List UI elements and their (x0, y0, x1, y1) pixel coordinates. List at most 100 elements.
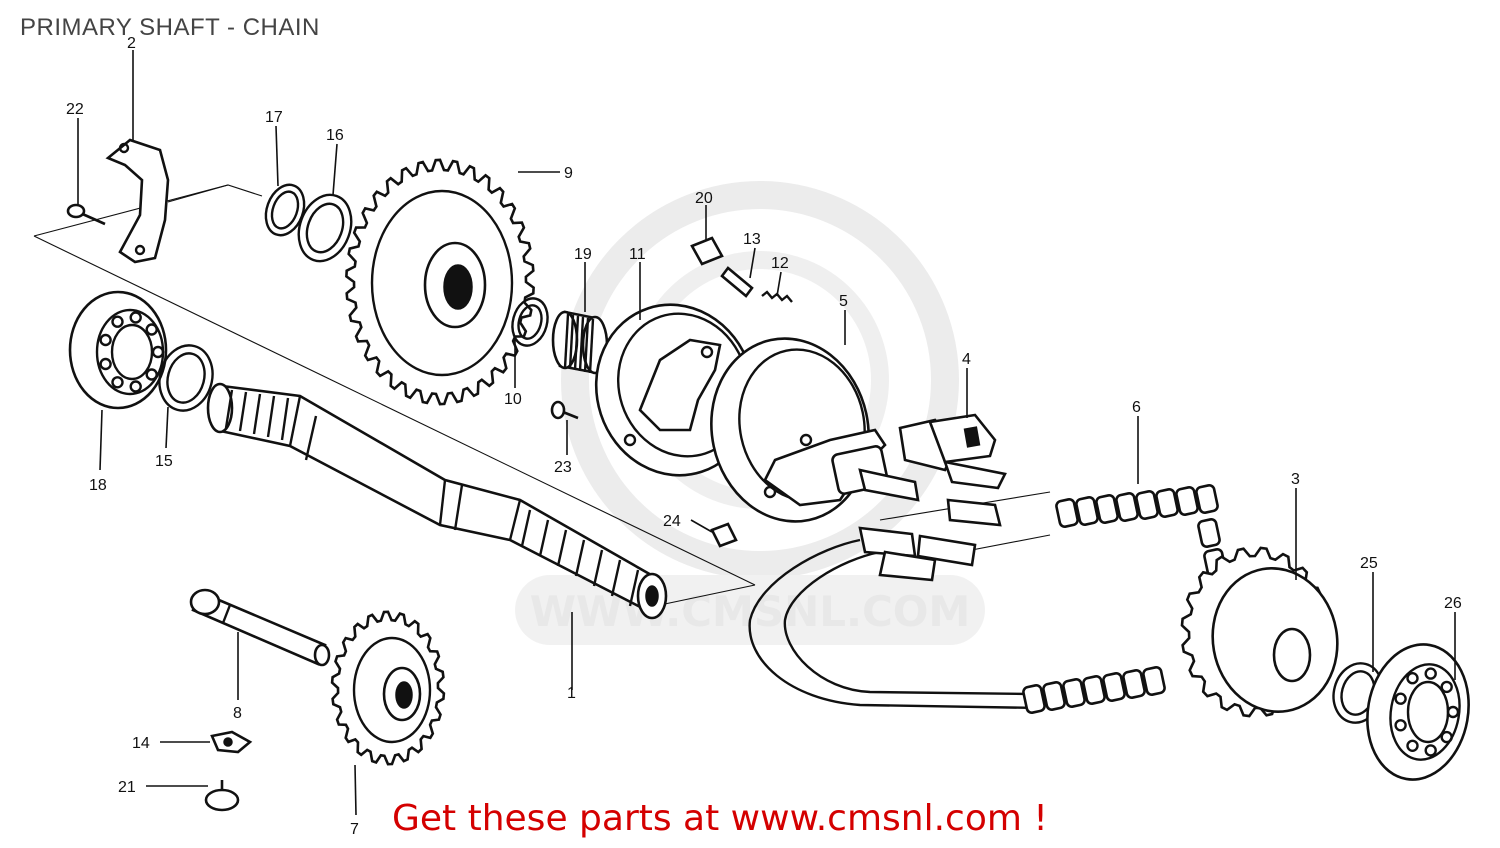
chain-link (1122, 669, 1146, 699)
bearing-ball (145, 323, 158, 336)
small-sprocket-7[interactable] (330, 610, 446, 766)
callout-4: 4 (962, 351, 971, 368)
bearing-ball (151, 345, 165, 359)
circlip-17[interactable] (259, 179, 311, 240)
callout-11: 11 (629, 246, 646, 263)
chain-link (1095, 494, 1119, 524)
retainer-plate-2[interactable] (105, 138, 170, 264)
callout-14: 14 (132, 735, 150, 752)
chain-link (1082, 675, 1106, 705)
detail-line (610, 559, 622, 597)
chain-link (1102, 672, 1126, 702)
callout-3: 3 (1291, 471, 1300, 488)
callout-26: 26 (1444, 595, 1462, 612)
bearing-ball (129, 380, 142, 393)
detail-line (628, 569, 640, 607)
callout-25: 25 (1360, 555, 1378, 572)
washer-16[interactable] (290, 187, 360, 268)
detail-line (266, 395, 276, 438)
detail-line (224, 389, 234, 429)
bearing-ball (111, 376, 124, 389)
bearing-ball (1406, 739, 1419, 752)
detail-line (574, 539, 586, 577)
bearing-ball (129, 311, 142, 324)
chain-link (1062, 678, 1086, 708)
callout-9: 9 (564, 165, 573, 182)
pin-24[interactable] (710, 522, 738, 548)
bearing-ball (145, 368, 158, 381)
chain-link (1055, 498, 1079, 528)
callout-5: 5 (839, 293, 848, 310)
chain-link (1195, 484, 1219, 514)
detail-line (538, 519, 550, 557)
callout-24: 24 (663, 513, 681, 530)
callout-18: 18 (89, 477, 107, 494)
clutch-hub-5[interactable] (695, 324, 920, 536)
chain-link (1155, 488, 1179, 518)
large-sprocket-9[interactable] (345, 158, 535, 406)
pin-13[interactable] (720, 266, 754, 298)
clutch-sprocket-3[interactable] (1180, 546, 1349, 722)
callout-21: 21 (118, 779, 136, 796)
detail-line (252, 393, 262, 435)
bearing-ball (1440, 730, 1453, 744)
callout-1: 1 (567, 685, 576, 702)
ring-10[interactable] (507, 294, 552, 349)
bearing-ball (1406, 672, 1419, 685)
chain-link (1197, 518, 1221, 548)
bearing-ball (1440, 680, 1453, 694)
bearing-ball (1394, 692, 1407, 705)
ball-bearing-26[interactable] (1357, 636, 1479, 787)
callout-16: 16 (326, 127, 344, 144)
bearing-ball (1446, 705, 1460, 719)
callout-23: 23 (554, 459, 572, 476)
page-title: PRIMARY SHAFT - CHAIN (20, 14, 320, 41)
screw-21[interactable] (204, 780, 240, 812)
callout-6: 6 (1132, 399, 1141, 416)
bolt-22[interactable] (66, 203, 106, 226)
chain-link (1175, 486, 1199, 516)
screw-23[interactable] (550, 400, 579, 420)
callout-17: 17 (265, 109, 283, 126)
chain-link (1135, 490, 1159, 520)
callout-labels: 2 22 17 16 9 20 13 12 19 11 5 4 6 3 25 2… (66, 35, 1462, 838)
bearing-ball (99, 357, 112, 371)
chain-link (1142, 666, 1166, 696)
parts-link-banner[interactable]: Get these parts at www.cmsnl.com ! (392, 798, 1048, 839)
callout-10: 10 (504, 391, 522, 408)
shaft-pin-8[interactable] (189, 588, 331, 667)
detail-line (592, 549, 604, 587)
callout-13: 13 (743, 231, 761, 248)
detail-line (520, 509, 532, 547)
detail-line (238, 391, 248, 432)
ball-bearing-18[interactable] (68, 290, 168, 410)
detail-line (556, 529, 568, 567)
bearing-ball (1424, 744, 1437, 757)
needle-bearing-19[interactable] (551, 310, 609, 375)
pin-20[interactable] (690, 236, 724, 266)
bearing-ball (1394, 719, 1407, 732)
callout-8: 8 (233, 705, 242, 722)
detail-line (583, 317, 590, 373)
callout-22: 22 (66, 101, 84, 118)
detail-line (578, 316, 585, 372)
circlip-15[interactable] (152, 339, 219, 416)
clip-14[interactable] (210, 730, 253, 754)
bearing-ball (99, 333, 112, 347)
callout-leaders (77, 50, 1456, 816)
chain-link (1075, 496, 1099, 526)
detail-line (573, 315, 580, 371)
detail-line (563, 313, 570, 369)
callout-2: 2 (127, 35, 136, 52)
bearing-ball (111, 315, 124, 328)
bearing-ball (1424, 667, 1437, 680)
callout-20: 20 (695, 190, 713, 207)
detail-line (280, 397, 290, 441)
chain-link (1042, 681, 1066, 711)
callout-15: 15 (155, 453, 173, 470)
clutch-shoes-4[interactable] (898, 413, 1007, 490)
callout-19: 19 (574, 246, 592, 263)
primary-shaft-1[interactable] (206, 382, 668, 620)
